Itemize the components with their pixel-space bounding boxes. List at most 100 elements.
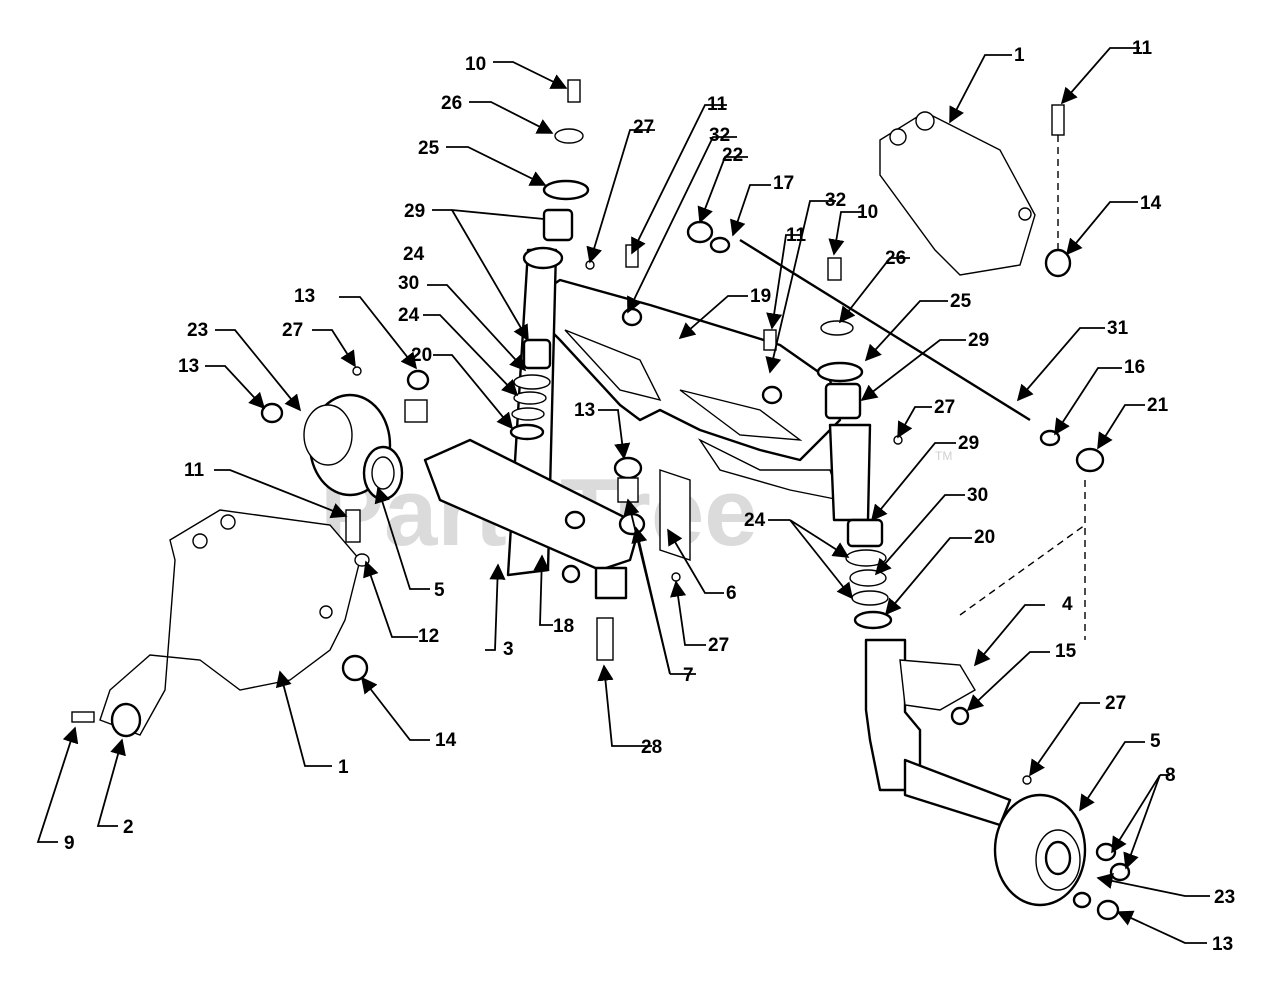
axle-cover-left bbox=[99, 509, 361, 736]
cover-boss bbox=[889, 128, 907, 146]
callout-2: 2 bbox=[123, 817, 134, 838]
callout-24: 24 bbox=[403, 244, 425, 265]
washer-25-top bbox=[542, 179, 590, 201]
nut-15 bbox=[950, 706, 970, 726]
callout-20: 20 bbox=[411, 345, 432, 366]
callout-13: 13 bbox=[178, 356, 199, 377]
nut-14-right bbox=[1044, 248, 1072, 278]
tube-top bbox=[522, 246, 564, 270]
callout-18: 18 bbox=[553, 616, 574, 637]
main-frame-19 bbox=[528, 278, 842, 462]
frame-rib bbox=[679, 389, 803, 441]
callout-1: 1 bbox=[1014, 45, 1025, 66]
callout-3: 3 bbox=[503, 639, 514, 660]
frame-rib bbox=[564, 329, 662, 402]
pivot-bushing-7a bbox=[617, 477, 639, 503]
cover-boss bbox=[220, 514, 236, 530]
callout-1: 1 bbox=[338, 757, 349, 778]
callout-11: 11 bbox=[1132, 38, 1153, 59]
nut-13-center bbox=[613, 456, 643, 480]
grease-fitting-27 bbox=[585, 260, 595, 270]
callout-12: 12 bbox=[418, 626, 439, 647]
steering-arm-4 bbox=[899, 659, 976, 711]
ball-joint-22 bbox=[686, 220, 714, 244]
jam-nut-17 bbox=[709, 236, 731, 254]
pivot-pin-28 bbox=[596, 617, 614, 661]
callout-11: 11 bbox=[707, 94, 728, 115]
callout-30: 30 bbox=[398, 273, 419, 294]
callout-26: 26 bbox=[441, 93, 462, 114]
cover-boss bbox=[319, 605, 333, 619]
callout-labels: 10 26 25 29 27 11 32 22 17 1 11 14 32 10… bbox=[64, 38, 1235, 955]
callout-7: 7 bbox=[683, 665, 694, 686]
bolt-10-right bbox=[827, 257, 842, 281]
leader-lines bbox=[36, 47, 1210, 944]
callout-27: 27 bbox=[708, 635, 729, 656]
watermark-trademark: TM bbox=[935, 449, 952, 463]
axle-bracket bbox=[594, 566, 628, 600]
axle-beam-18 bbox=[423, 438, 642, 572]
callout-25: 25 bbox=[418, 138, 440, 159]
ring-20-left bbox=[509, 423, 545, 441]
callout-8: 8 bbox=[1165, 765, 1176, 786]
grease-fitting-27 bbox=[1022, 775, 1032, 785]
washer-24-left2 bbox=[511, 407, 545, 421]
washer-26-right bbox=[820, 320, 854, 336]
bushing-29-left bbox=[522, 338, 552, 370]
bearing-30-left bbox=[513, 374, 551, 390]
callout-22: 22 bbox=[722, 145, 743, 166]
tie-rod-axis bbox=[959, 524, 1086, 616]
callout-29: 29 bbox=[958, 433, 979, 454]
grease-fitting-27 bbox=[671, 572, 681, 582]
grease-fitting-27 bbox=[893, 435, 903, 445]
ball-joint-21 bbox=[1075, 447, 1105, 473]
bolt-11-center bbox=[763, 329, 777, 351]
bearing-30-right bbox=[849, 569, 887, 587]
callout-9: 9 bbox=[64, 833, 75, 854]
callout-4: 4 bbox=[1062, 594, 1073, 615]
nut-14-left bbox=[341, 654, 369, 682]
callout-24: 24 bbox=[398, 305, 420, 326]
callout-15: 15 bbox=[1055, 641, 1077, 662]
callout-29: 29 bbox=[404, 201, 425, 222]
callout-25: 25 bbox=[950, 291, 972, 312]
bolt-11-left bbox=[345, 509, 361, 543]
hub-flange bbox=[303, 404, 353, 466]
callout-5: 5 bbox=[434, 580, 445, 601]
grease-fitting-27 bbox=[352, 366, 362, 376]
callout-24: 24 bbox=[744, 510, 766, 531]
callout-27: 27 bbox=[934, 397, 955, 418]
callout-13: 13 bbox=[574, 400, 595, 421]
bolt-10-top bbox=[567, 79, 581, 103]
callout-23: 23 bbox=[187, 320, 208, 341]
callout-17: 17 bbox=[773, 173, 794, 194]
cover-boss bbox=[1018, 207, 1032, 221]
bolt-11-mid bbox=[625, 244, 639, 268]
callout-5: 5 bbox=[1150, 731, 1161, 752]
callout-21: 21 bbox=[1147, 395, 1169, 416]
callout-14: 14 bbox=[1140, 193, 1162, 214]
callout-29: 29 bbox=[968, 330, 989, 351]
spindle-tube-right bbox=[828, 423, 872, 522]
lug-nut-13-right bbox=[1096, 899, 1120, 921]
steering-block bbox=[404, 399, 428, 423]
pin-9 bbox=[71, 711, 95, 723]
lug-nut-13-left bbox=[260, 402, 284, 424]
washer-24-right2 bbox=[851, 590, 889, 606]
bracket-6 bbox=[659, 469, 691, 561]
spacer-2 bbox=[110, 702, 142, 738]
nut-32-right bbox=[761, 385, 783, 405]
axle-boss bbox=[561, 564, 581, 584]
callout-26: 26 bbox=[885, 248, 906, 269]
washer-24-left bbox=[513, 391, 547, 405]
axle-cover-top bbox=[879, 111, 1036, 276]
callout-27: 27 bbox=[282, 320, 303, 341]
callout-31: 31 bbox=[1107, 318, 1129, 339]
washer-25-right bbox=[816, 361, 864, 383]
callout-32: 32 bbox=[825, 190, 846, 211]
callout-30: 30 bbox=[967, 485, 988, 506]
callout-11: 11 bbox=[184, 460, 205, 481]
nut-13-upper bbox=[406, 369, 430, 391]
bolt-11-right bbox=[1051, 104, 1065, 136]
bushing-29-right bbox=[824, 382, 862, 420]
